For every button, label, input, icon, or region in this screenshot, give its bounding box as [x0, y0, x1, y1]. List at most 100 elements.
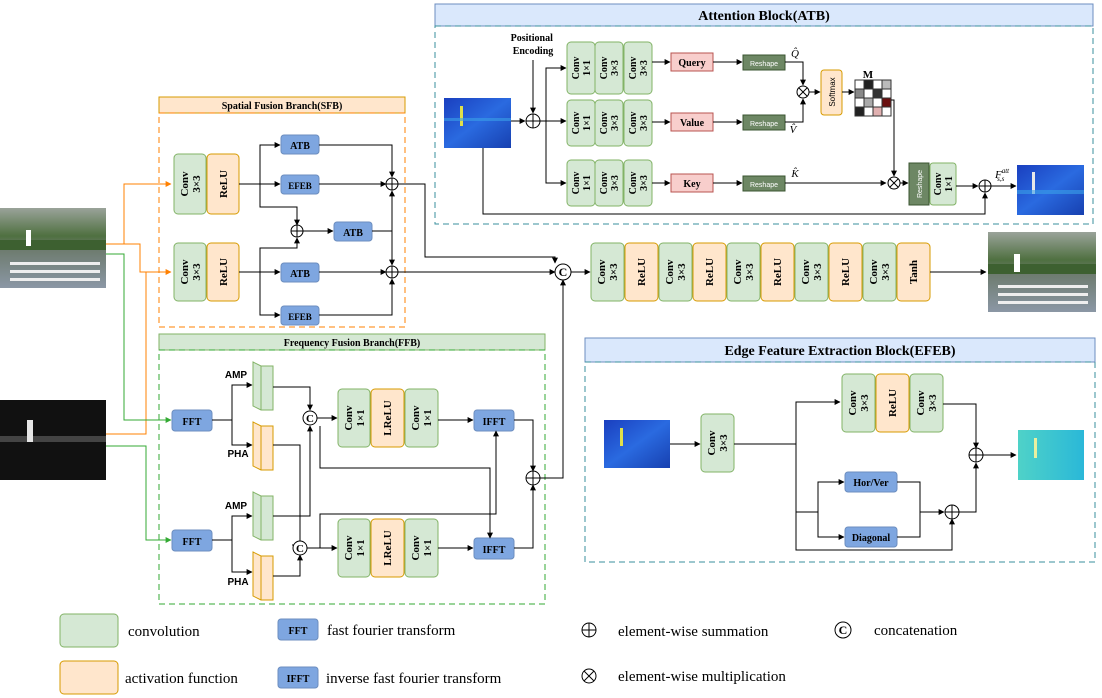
sfb-atb-mid: ATB — [343, 228, 363, 239]
svg-text:C: C — [839, 623, 848, 637]
legend-activation-swatch — [59, 660, 119, 695]
reshape-label: Reshape — [750, 121, 778, 128]
legend-sum-icon — [581, 622, 597, 638]
pha-feature-2 — [252, 551, 274, 601]
svg-text:Conv3×3: Conv3×3 — [706, 430, 730, 456]
sfb-sum-1 — [385, 177, 399, 191]
efeb-conv-in: Conv3×3 — [700, 413, 735, 473]
legend-ifft-label: inverse fast fourier transform — [326, 671, 502, 687]
ffb-fft-1: FFT — [183, 417, 202, 428]
key-label: Key — [683, 179, 700, 190]
svg-text:ReLU: ReLU — [704, 258, 716, 286]
sfb-title: Spatial Fusion Branch(SFB) — [222, 101, 343, 112]
attention-matrix — [854, 79, 892, 117]
svg-text:Conv3×3: Conv3×3 — [179, 259, 203, 285]
svg-text:Tanh: Tanh — [908, 260, 920, 284]
svg-text:ReLU: ReLU — [218, 170, 230, 198]
reshape-label: Reshape — [750, 182, 778, 189]
reshape-label: Reshape — [750, 61, 778, 68]
ffb-concat-2: C — [292, 540, 308, 556]
value-label: Value — [680, 118, 705, 129]
ffb-block: Frequency Fusion Branch(FFB) — [158, 333, 546, 605]
conv-3x3: Conv3×3 — [594, 159, 624, 207]
query-label: Query — [678, 58, 705, 69]
reshape-vertical: Reshape — [917, 170, 924, 198]
k-hat: K̂ — [790, 167, 799, 180]
legend-conv-label: convolution — [128, 624, 200, 640]
atb-multiply-node — [796, 85, 810, 99]
atb-row-value: Conv1×1 Conv3×3 Conv3×3 Value Reshape V̂ — [566, 98, 806, 147]
svg-text:Conv1×1: Conv1×1 — [410, 535, 434, 561]
svg-text:Conv3×3: Conv3×3 — [599, 57, 621, 80]
ffb-ifft-1: IFFT — [483, 417, 506, 428]
conv-3x3: Conv3×3 — [594, 41, 624, 95]
pha-label-2: PHA — [227, 577, 248, 588]
svg-text:Conv1×1: Conv1×1 — [571, 172, 593, 195]
efeb-output-image — [1018, 430, 1084, 480]
legend-concat-icon: C — [834, 621, 852, 639]
horver-label: Hor/Ver — [853, 478, 889, 489]
ffb-lrelu-2: LReLU — [370, 518, 405, 578]
conv-3x3: Conv3×3 — [623, 41, 653, 95]
atb-block: Attention Block(ATB) — [434, 3, 1094, 225]
ffb-fft-2: FFT — [183, 537, 202, 548]
main-relu-2: ReLU — [692, 242, 727, 302]
sfb-block: Spatial Fusion Branch(SFB) — [158, 96, 406, 328]
conv-1x1: Conv1×1 — [566, 41, 596, 95]
main-relu-4: ReLU — [828, 242, 863, 302]
softmax-label: Softmax — [828, 77, 837, 106]
svg-text:C: C — [559, 265, 568, 279]
atb-output-image — [1017, 165, 1084, 215]
svg-text:Conv1×1: Conv1×1 — [410, 405, 434, 431]
legend-mult-label: element-wise multiplication — [618, 669, 786, 685]
svg-text:C: C — [296, 543, 304, 555]
infrared-input-image — [0, 400, 106, 480]
svg-text:LReLU: LReLU — [382, 530, 394, 566]
fused-output-image — [988, 232, 1096, 312]
main-tanh: Tanh — [896, 242, 931, 302]
main-relu-1: ReLU — [624, 242, 659, 302]
ffb-conv-2b: Conv1×1 — [404, 518, 439, 578]
ffb-ifft-2: IFFT — [483, 545, 506, 556]
main-relu-3: ReLU — [760, 242, 795, 302]
q-hat: Q̂ — [791, 47, 799, 60]
svg-text:ReLU: ReLU — [772, 258, 784, 286]
ffb-sum — [525, 470, 541, 486]
conv-3x3: Conv3×3 — [594, 99, 624, 147]
amp-feature-2 — [252, 491, 274, 541]
main-conv-2: Conv3×3 — [658, 242, 693, 302]
efeb-relu: ReLU — [875, 373, 910, 433]
atb-input-image — [444, 98, 511, 148]
sfb-conv-lower: Conv3×3 — [173, 242, 207, 302]
sfb-relu-lower: ReLU — [206, 242, 240, 302]
atb-output-sum — [978, 179, 992, 193]
svg-text:Conv3×3: Conv3×3 — [599, 172, 621, 195]
svg-text:Conv1×1: Conv1×1 — [571, 112, 593, 135]
conv-1x1: Conv1×1 — [933, 173, 955, 196]
atb-multiply-node-2 — [887, 176, 901, 190]
conv-3x3: Conv3×3 — [623, 159, 653, 207]
legend-ifft-swatch — [277, 666, 319, 689]
conv-1x1: Conv1×1 — [566, 159, 596, 207]
main-conv-3: Conv3×3 — [726, 242, 761, 302]
svg-text:LReLU: LReLU — [382, 400, 394, 436]
svg-text:Conv3×3: Conv3×3 — [596, 259, 620, 285]
efeb-sum-out — [968, 447, 984, 463]
conv-3x3: Conv3×3 — [623, 99, 653, 147]
svg-text:ReLU: ReLU — [840, 258, 852, 286]
efeb-conv-a: Conv3×3 — [841, 373, 876, 433]
svg-text:ReLU: ReLU — [218, 258, 230, 286]
main-conv-4: Conv3×3 — [794, 242, 829, 302]
pha-label-1: PHA — [227, 449, 248, 460]
svg-text:Conv3×3: Conv3×3 — [664, 259, 688, 285]
legend-sum-label: element-wise summation — [618, 624, 769, 640]
svg-text:FFT: FFT — [289, 626, 308, 637]
legend-fft-label: fast fourier transform — [327, 623, 456, 639]
ffb-conv-1b: Conv1×1 — [404, 388, 439, 448]
positional-encoding-label: Positional Encoding — [511, 33, 556, 57]
ffb-lrelu-1: LReLU — [370, 388, 405, 448]
svg-text:Conv3×3: Conv3×3 — [628, 172, 650, 195]
conv-1x1: Conv1×1 — [566, 99, 596, 147]
legend-concat-label: concatenation — [874, 623, 958, 639]
